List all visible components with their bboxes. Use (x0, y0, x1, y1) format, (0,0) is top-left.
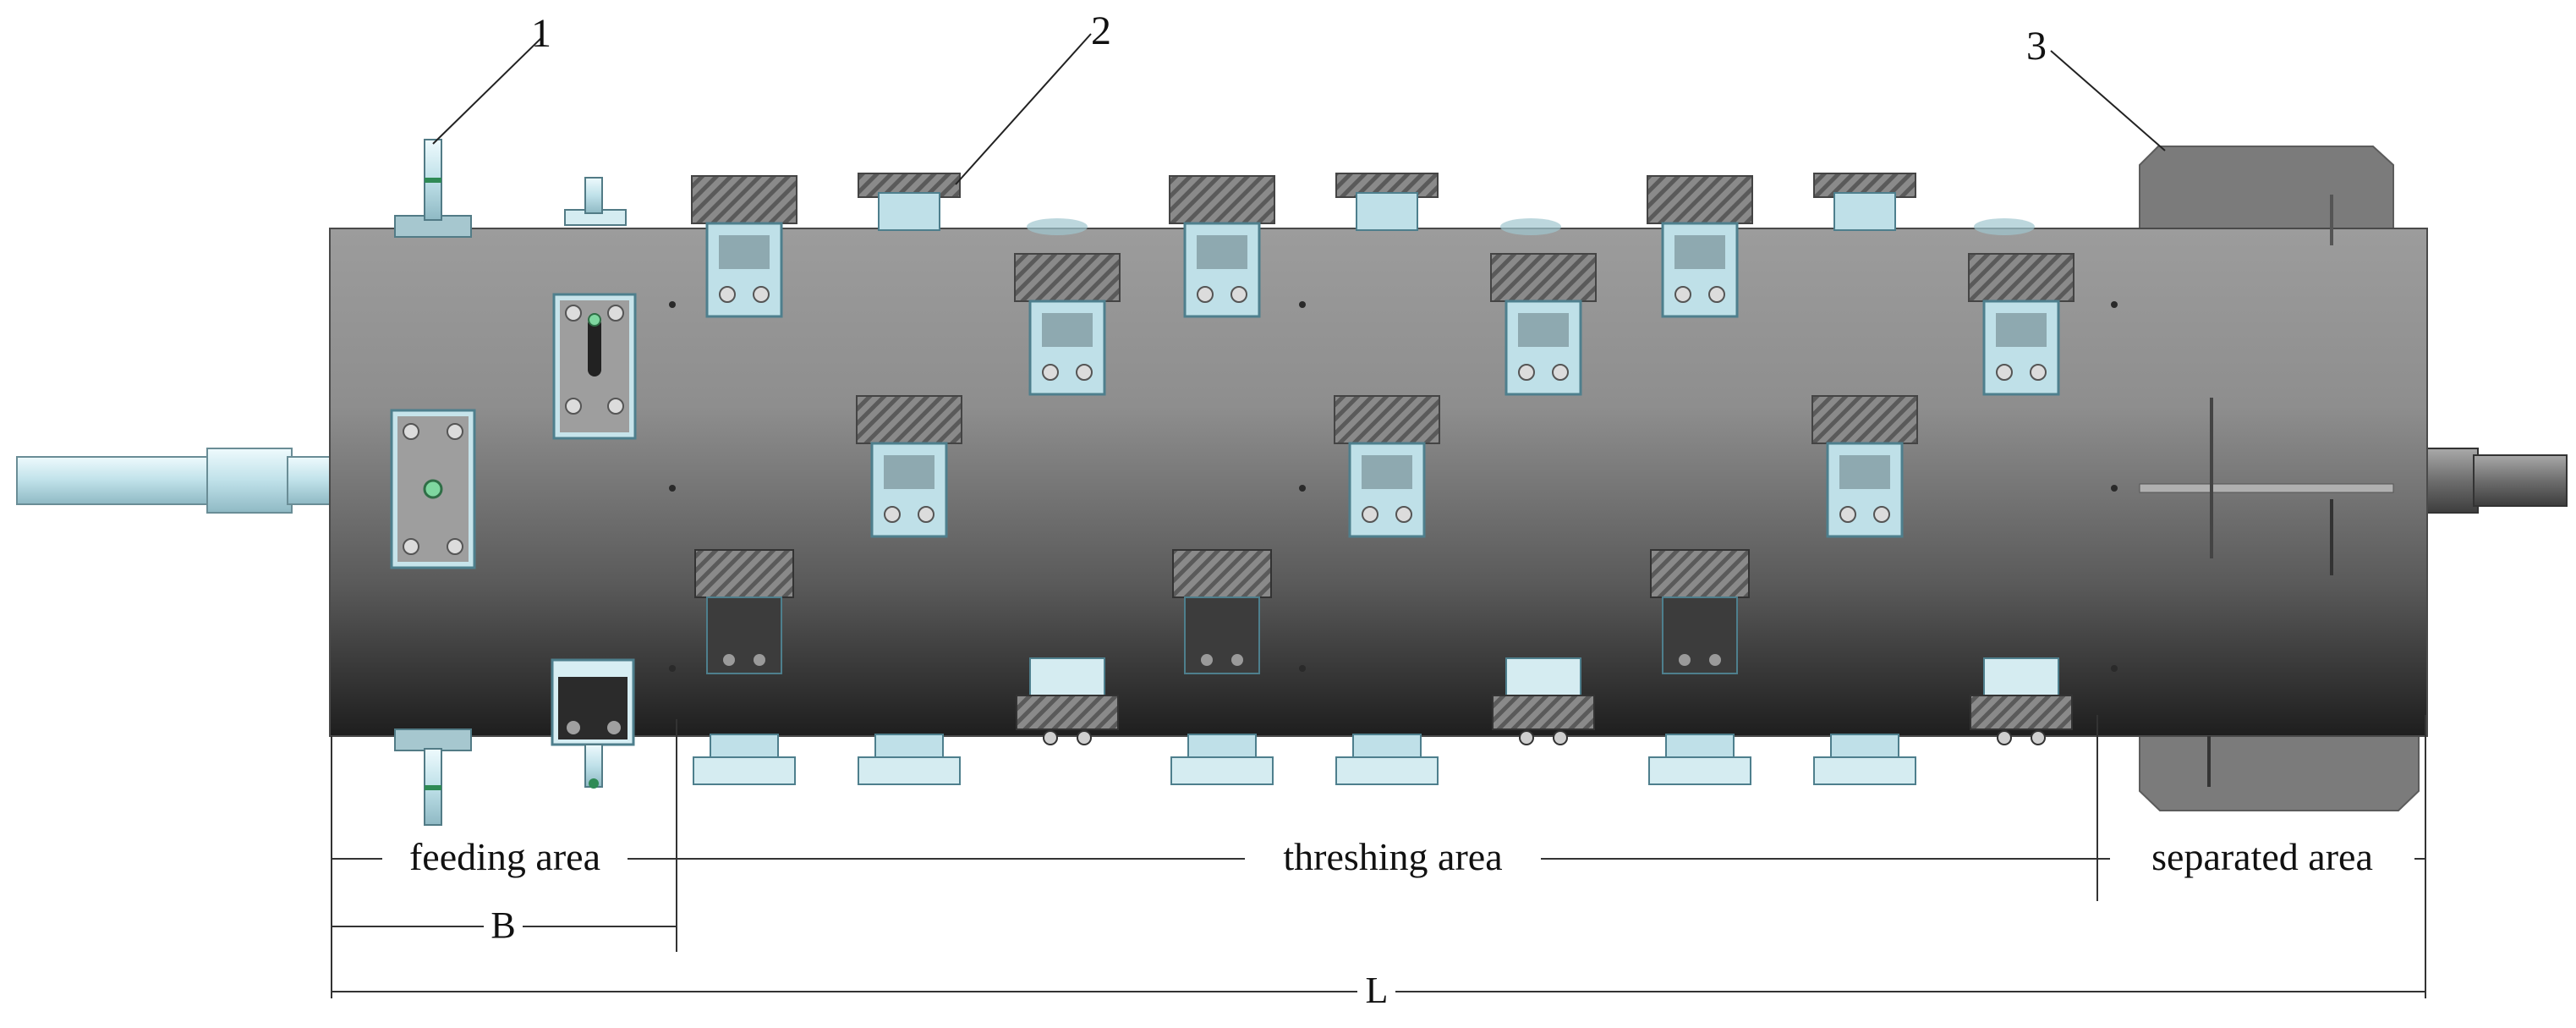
feeding-area-label: feeding area (409, 835, 600, 878)
thresher-c-bottom-1 (1016, 657, 1119, 745)
feeding-pin-top (394, 139, 472, 238)
feeding-pin-top-2 (564, 177, 627, 226)
drum-holes (669, 301, 2118, 672)
thresher-a-bottom-edge-3 (1648, 734, 1751, 785)
thresher-b-mid-2 (1334, 395, 1440, 538)
thresher-a-lower-1 (694, 549, 794, 674)
thresher-a-bottom-edge-1 (693, 734, 796, 785)
thresher-b-bottom-edge-1 (858, 734, 961, 785)
feeding-pin-bottom (394, 728, 472, 826)
feeding-plate-bottom (551, 658, 635, 746)
thresher-c-upper-1 (1014, 253, 1121, 396)
feeding-plate-mid (552, 293, 637, 440)
thresher-b-top-edge-1 (858, 173, 961, 231)
thresher-b-mid-1 (856, 395, 962, 538)
callout-2: 2 (1091, 8, 1111, 53)
separator-rods (2139, 195, 2394, 787)
threshing-area-label: threshing area (1283, 835, 1502, 878)
thresher-a-lower-2 (1172, 549, 1272, 674)
feeding-plate-left (390, 409, 476, 569)
separated-area-label: separated area (2151, 835, 2373, 878)
thresher-b-top-edge-3 (1813, 173, 1916, 231)
thresher-c-bottom-3 (1970, 657, 2073, 745)
thresher-a-top-1 (691, 175, 797, 318)
dimension-lines (331, 715, 2426, 998)
right-shaft (2418, 448, 2568, 514)
thresher-a-lower-3 (1650, 549, 1750, 674)
thresher-c-upper-3 (1968, 253, 2075, 396)
threshing-elements (691, 173, 2075, 785)
thresher-a-top-2 (1169, 175, 1275, 318)
thresher-b-bottom-edge-3 (1813, 734, 1916, 785)
thresher-b-mid-3 (1811, 395, 1918, 538)
thresher-b-bottom-edge-2 (1335, 734, 1439, 785)
thresher-a-top-3 (1647, 175, 1753, 318)
feeding-pin-bottom-2 (584, 744, 603, 789)
thresher-b-top-edge-2 (1335, 173, 1439, 231)
callout-leaders (432, 33, 2166, 185)
callout-3: 3 (2026, 24, 2047, 69)
dimension-b-label: B (491, 904, 515, 946)
left-shaft (16, 448, 335, 514)
dimension-l-label: L (1366, 970, 1389, 1011)
thresher-a-bottom-edge-2 (1170, 734, 1274, 785)
thresher-c-bottom-2 (1492, 657, 1595, 745)
callout-1: 1 (531, 11, 551, 56)
thresher-c-upper-2 (1490, 253, 1597, 396)
hidden-bracket-tops (1027, 218, 2035, 235)
